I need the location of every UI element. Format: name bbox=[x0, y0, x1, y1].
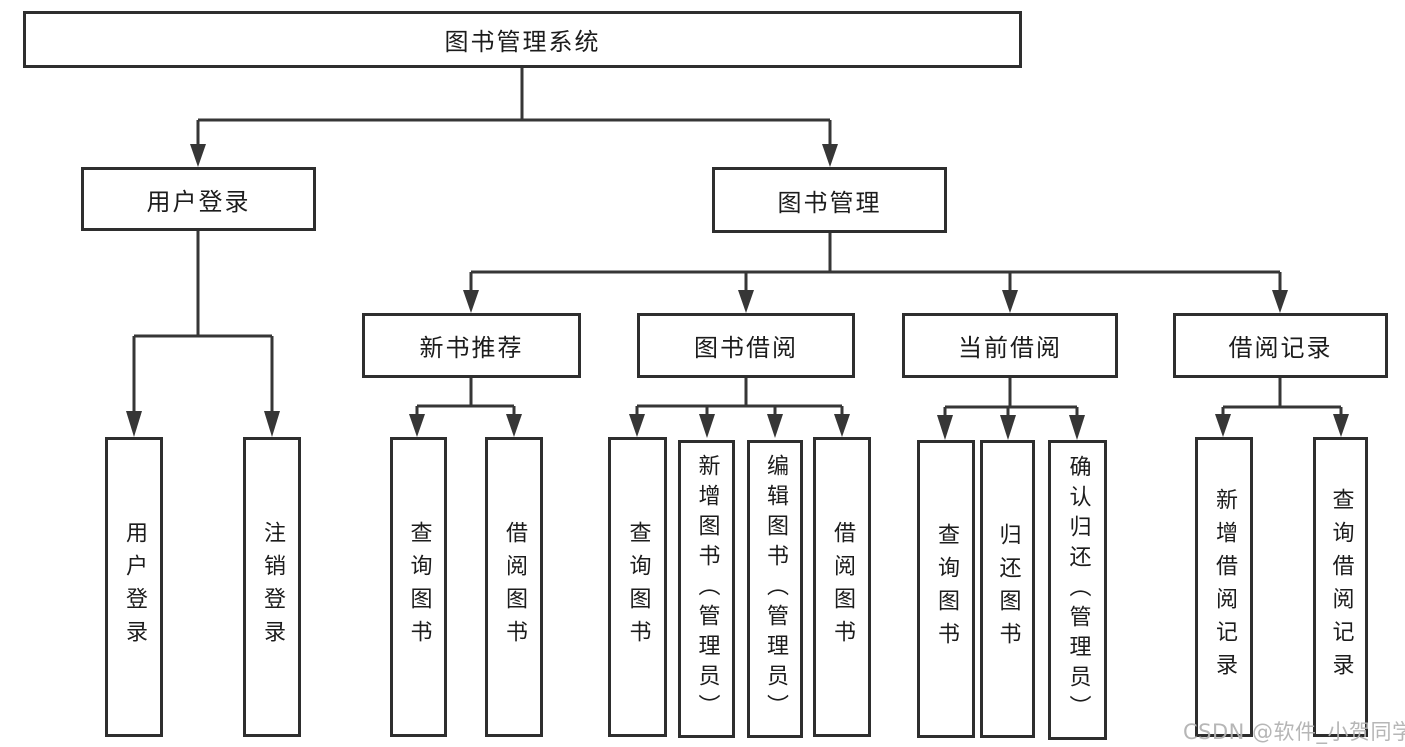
node-borrow-books-recommend: 借阅图书 bbox=[485, 437, 543, 737]
node-query-books-recommend: 查询图书 bbox=[390, 437, 447, 737]
connector-user-login-children bbox=[126, 231, 280, 437]
node-book-management: 图书管理 bbox=[712, 167, 947, 233]
csdn-watermark: CSDN @软件_小贺同学 bbox=[1183, 720, 1405, 744]
node-borrow-books-borrow: 借阅图书 bbox=[813, 437, 871, 737]
node-user-login-leaf: 用户登录 bbox=[105, 437, 163, 737]
node-library-system: 图书管理系统 bbox=[23, 11, 1022, 68]
connector-book-management-children bbox=[463, 233, 1288, 313]
node-query-borrow-record: 查询借阅记录 bbox=[1313, 437, 1368, 737]
node-new-book-recommend: 新书推荐 bbox=[362, 313, 581, 378]
node-add-borrow-record: 新增借阅记录 bbox=[1195, 437, 1253, 737]
node-logout-leaf: 注销登录 bbox=[243, 437, 301, 737]
node-book-borrow: 图书借阅 bbox=[637, 313, 855, 378]
connector-new-book-children bbox=[409, 378, 522, 437]
node-confirm-return-admin: 确认归还（管理员） bbox=[1048, 440, 1107, 740]
node-query-books-borrow: 查询图书 bbox=[608, 437, 667, 737]
connector-book-borrow-children bbox=[629, 378, 850, 438]
node-query-books-current: 查询图书 bbox=[917, 440, 975, 738]
node-current-borrow: 当前借阅 bbox=[902, 313, 1118, 378]
node-return-books: 归还图书 bbox=[980, 440, 1035, 738]
node-edit-books-admin: 编辑图书（管理员） bbox=[747, 440, 803, 738]
connector-borrow-records-children bbox=[1215, 378, 1349, 437]
node-add-books-admin: 新增图书（管理员） bbox=[678, 440, 735, 738]
connector-current-borrow-children bbox=[937, 378, 1085, 440]
node-user-login: 用户登录 bbox=[81, 167, 316, 231]
node-borrow-records: 借阅记录 bbox=[1173, 313, 1388, 378]
connector-root-to-level2 bbox=[190, 68, 838, 167]
